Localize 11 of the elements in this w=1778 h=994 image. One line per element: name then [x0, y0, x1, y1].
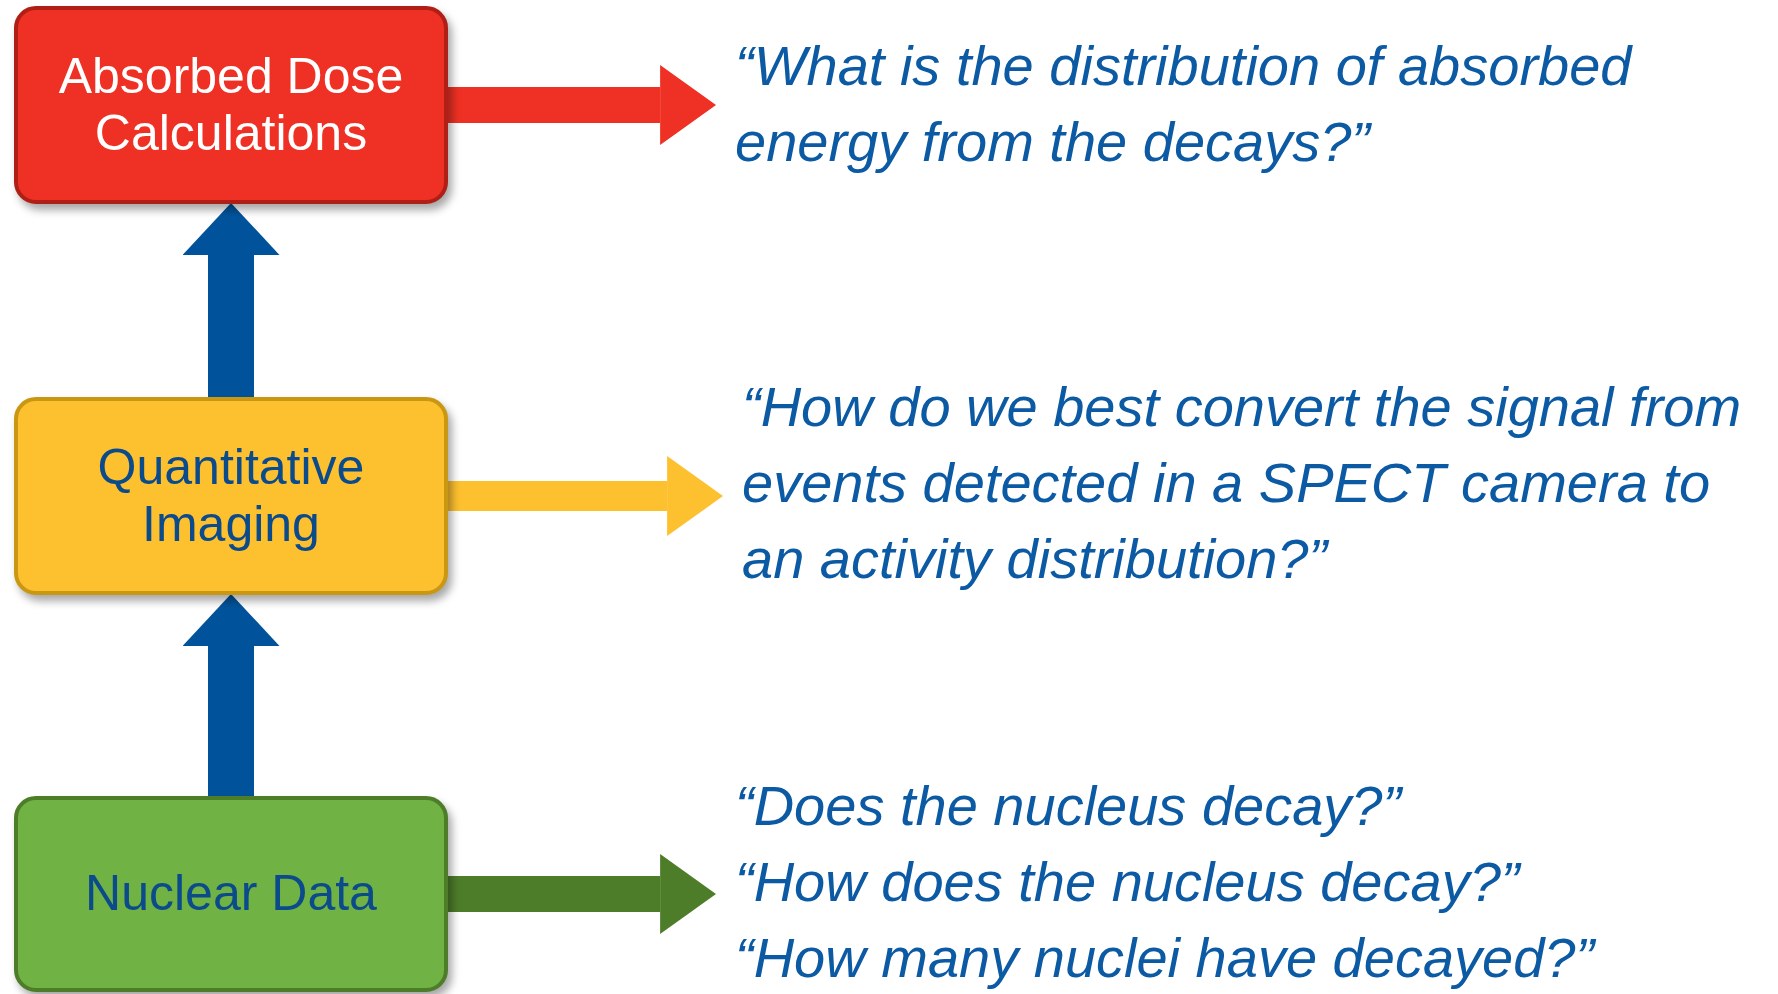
- box-label: Nuclear Data: [85, 865, 377, 923]
- process-box: [14, 6, 448, 204]
- process-box: [14, 397, 448, 595]
- question-text: “Does the nucleus decay?”: [735, 773, 1404, 839]
- question-text: “How does the nucleus decay?”: [735, 849, 1523, 915]
- question-text: “How many nuclei have decayed?”: [735, 925, 1597, 991]
- box-label: Quantitative Imaging: [96, 438, 366, 554]
- box-label: Absorbed Dose Calculations: [57, 47, 405, 163]
- process-box: [14, 796, 448, 992]
- question-text: “What is the distribution of absorbed energy from the decays?”: [735, 33, 1634, 175]
- question-text: “How do we best convert the signal from events detected in a SPECT camera to an activity distribution?”: [742, 374, 1743, 592]
